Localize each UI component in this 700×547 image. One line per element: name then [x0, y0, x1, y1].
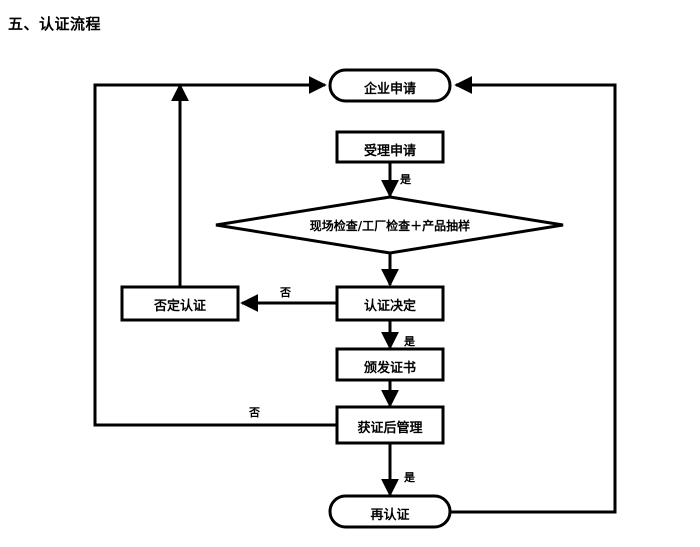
node-deny[interactable]: [120, 285, 240, 322]
node-decision[interactable]: [335, 285, 445, 322]
node-inspect[interactable]: [215, 195, 564, 255]
node-apply[interactable]: [328, 68, 452, 103]
edge-recert-to-apply: [450, 76, 617, 514]
page-title: 五、认证流程: [8, 15, 102, 33]
node-postmanage[interactable]: [335, 405, 445, 445]
node-recert[interactable]: [328, 494, 452, 529]
node-issue[interactable]: [335, 347, 445, 382]
edge-postmanage-to-apply: [93, 76, 337, 427]
node-accept[interactable]: [335, 130, 445, 164]
